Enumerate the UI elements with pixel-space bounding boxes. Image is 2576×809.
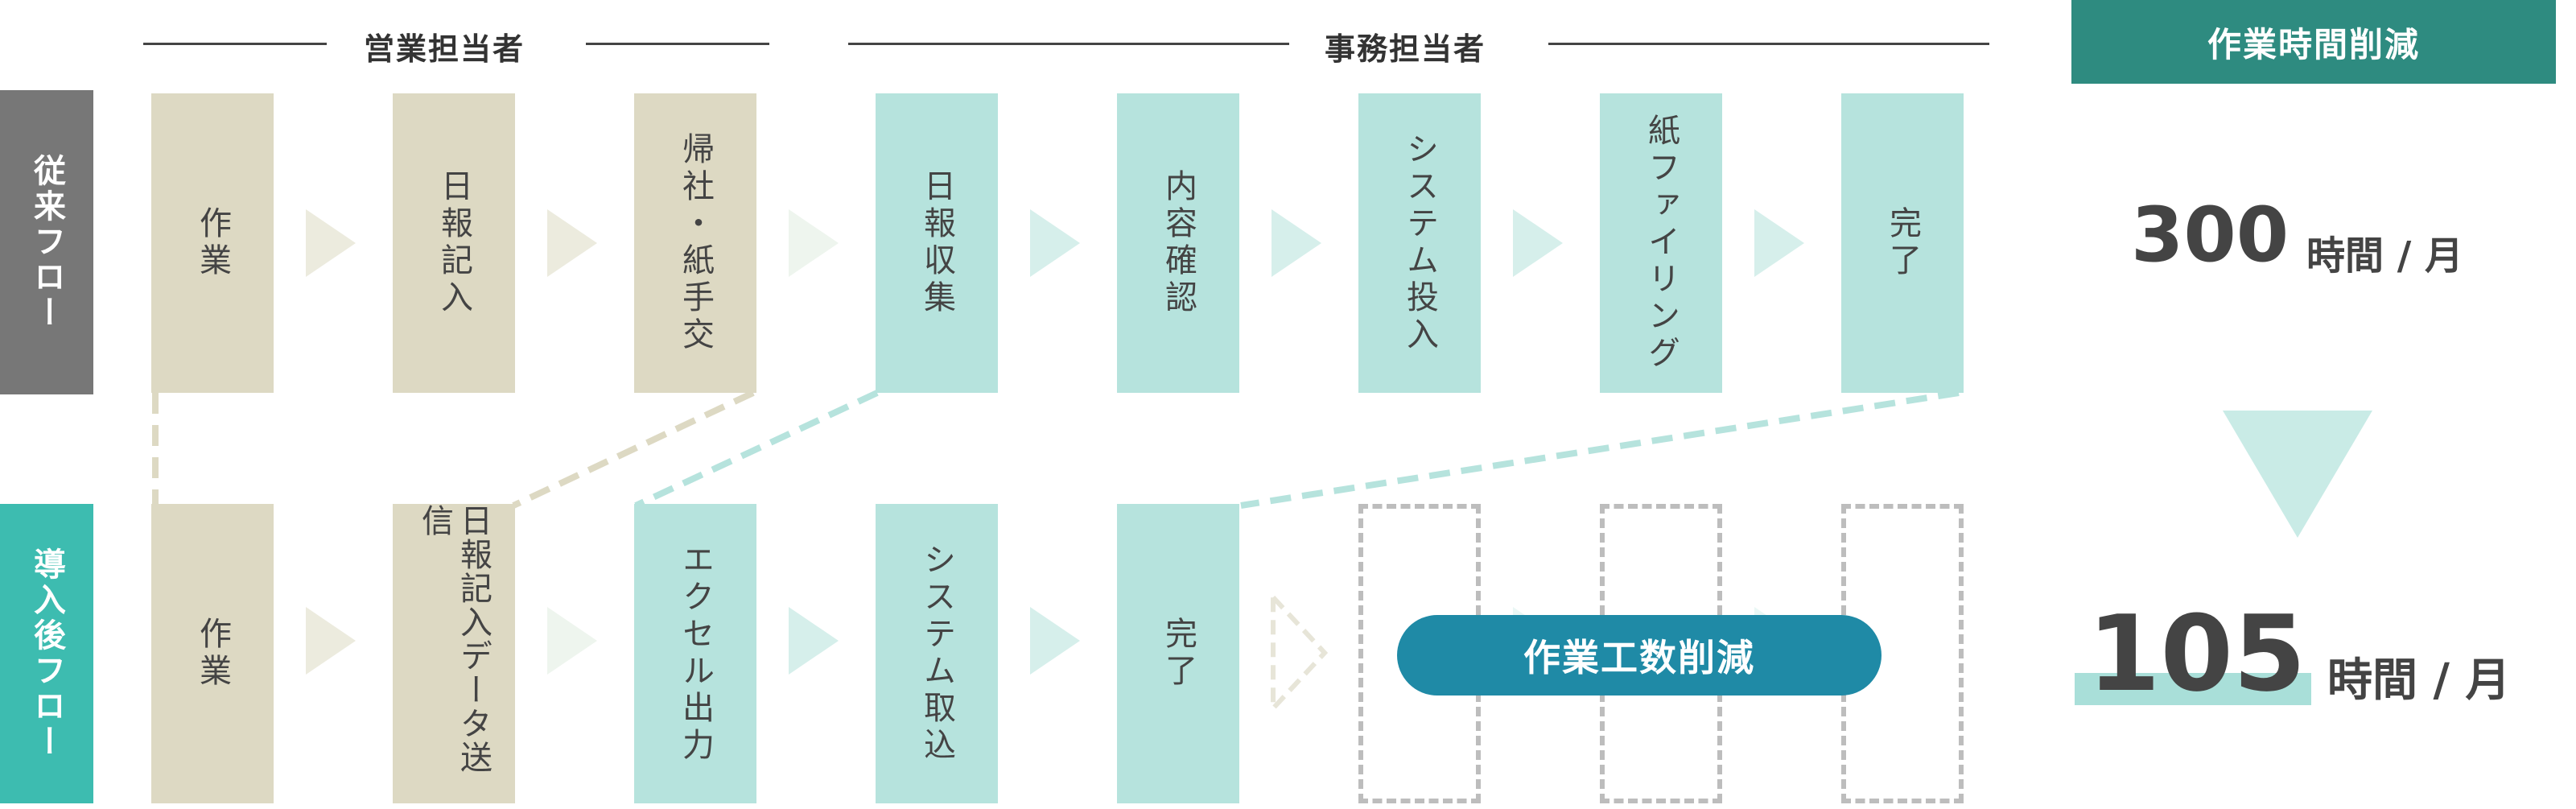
arrow-right-icon bbox=[1754, 209, 1804, 277]
after-step-1-label: 作業 bbox=[194, 617, 231, 691]
before-step-8-label: 完了 bbox=[1884, 206, 1921, 280]
before-step-8: 完了 bbox=[1841, 93, 1964, 393]
side-label-after-text: 導入後フロー bbox=[28, 547, 65, 760]
before-step-6-label: システム投入 bbox=[1401, 132, 1438, 354]
before-step-5: 内容確認 bbox=[1117, 93, 1239, 393]
after-step-4: システム取込 bbox=[876, 504, 998, 803]
connector-collect bbox=[634, 390, 879, 509]
before-step-5-label: 内容確認 bbox=[1160, 169, 1197, 317]
header-line-right-1 bbox=[848, 43, 1289, 45]
before-step-4-label: 日報収集 bbox=[918, 169, 955, 317]
before-step-7: 紙ファイリング bbox=[1600, 93, 1722, 393]
before-step-1: 作業 bbox=[151, 93, 274, 393]
side-label-before: 従来フロー bbox=[0, 90, 93, 394]
down-arrow-icon bbox=[2223, 411, 2372, 538]
dashed-arrow-icon bbox=[1271, 592, 1329, 713]
arrow-right-icon bbox=[1030, 209, 1080, 277]
arrow-right-icon bbox=[789, 209, 839, 277]
arrow-right-icon bbox=[306, 209, 356, 277]
after-step-2: 日報記入データ送信 bbox=[393, 504, 515, 803]
before-step-4: 日報収集 bbox=[876, 93, 998, 393]
connector-complete bbox=[1240, 390, 1960, 509]
reduction-badge: 作業工数削減 bbox=[1397, 615, 1882, 695]
side-label-before-text: 従来フロー bbox=[28, 154, 65, 331]
arrow-right-icon bbox=[1030, 607, 1080, 675]
header-office: 事務担当者 bbox=[1325, 31, 1486, 67]
after-step-3: エクセル出力 bbox=[634, 504, 756, 803]
before-step-7-label: 紙ファイリング bbox=[1642, 114, 1680, 373]
before-step-1-label: 作業 bbox=[194, 206, 231, 280]
side-label-after: 導入後フロー bbox=[0, 504, 93, 803]
header-line-left-1 bbox=[143, 43, 327, 45]
arrow-right-icon bbox=[306, 607, 356, 675]
after-step-2-label: 日報記入データ送信 bbox=[416, 504, 492, 774]
connector-report bbox=[512, 390, 755, 509]
arrow-right-icon bbox=[1272, 209, 1321, 277]
after-hours-value: 105 bbox=[2088, 592, 2306, 715]
after-step-5: 完了 bbox=[1117, 504, 1239, 803]
before-step-2-label: 日報記入 bbox=[435, 169, 472, 317]
after-step-4-label: システム取込 bbox=[918, 543, 955, 765]
after-step-3-label: エクセル出力 bbox=[677, 543, 714, 765]
header-line-left-2 bbox=[586, 43, 769, 45]
arrow-right-icon bbox=[547, 607, 597, 675]
right-panel-title: 作業時間削減 bbox=[2071, 0, 2556, 84]
arrow-right-icon bbox=[547, 209, 597, 277]
highlight-bar bbox=[2075, 673, 2311, 705]
before-hours-unit: 時間 / 月 bbox=[2306, 233, 2463, 279]
before-step-6: システム投入 bbox=[1358, 93, 1481, 393]
after-step-1: 作業 bbox=[151, 504, 274, 803]
before-hours-value: 300 bbox=[2131, 192, 2290, 279]
after-step-5-label: 完了 bbox=[1160, 617, 1197, 691]
arrow-right-icon bbox=[1513, 209, 1563, 277]
header-sales: 営業担当者 bbox=[364, 31, 526, 67]
after-hours-unit: 時間 / 月 bbox=[2327, 654, 2511, 707]
header-line-right-2 bbox=[1548, 43, 1989, 45]
before-step-3-label: 帰社・紙手交 bbox=[677, 132, 714, 354]
before-step-2: 日報記入 bbox=[393, 93, 515, 393]
before-step-3: 帰社・紙手交 bbox=[634, 93, 756, 393]
arrow-right-icon bbox=[789, 607, 839, 675]
